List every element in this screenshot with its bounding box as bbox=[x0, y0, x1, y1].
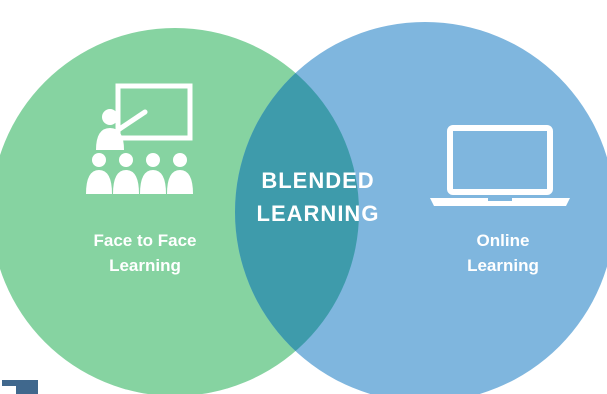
blended-overlap bbox=[235, 28, 359, 394]
face-to-face-label: Face to Face Learning bbox=[93, 231, 197, 275]
online-learning-label: Online Learning bbox=[467, 231, 539, 275]
laptop-icon bbox=[430, 125, 570, 206]
teacher-classroom-icon bbox=[86, 83, 193, 194]
edge-corner-shape bbox=[2, 380, 38, 394]
blended-learning-label: BLENDED LEARNING bbox=[256, 168, 380, 226]
